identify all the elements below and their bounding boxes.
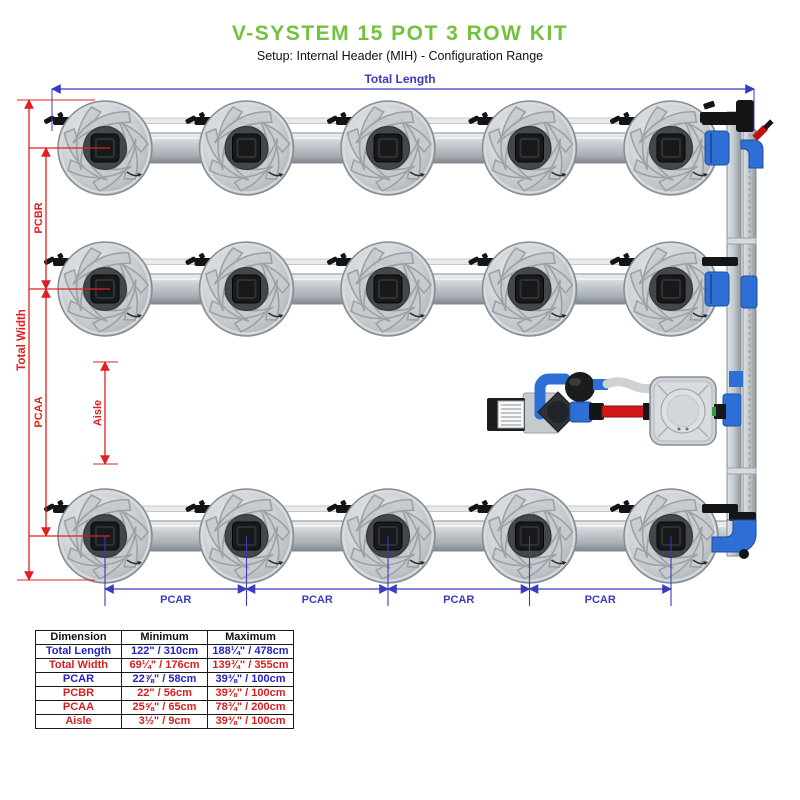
blue-stub (593, 379, 608, 390)
return-manifold (700, 100, 774, 559)
pot-r2-c1 (52, 236, 156, 339)
table-cell: 69¼" / 176cm (121, 658, 208, 673)
table-cell: 78¾" / 200cm (207, 700, 294, 715)
table-cell: Aisle (35, 714, 122, 729)
pot-r2-c2 (194, 236, 297, 339)
table-cell: PCAR (35, 672, 122, 687)
pump-ball (565, 372, 595, 402)
manifold-sleeve-small (729, 371, 743, 387)
manifold-pipe-left (726, 111, 742, 557)
pot-r2-c4 (477, 236, 580, 339)
pcar-label: PCAR (585, 594, 616, 606)
row1-manifold-connector (702, 116, 738, 166)
col-header-dimension: Dimension (35, 630, 122, 645)
tank-outlet-seal (712, 407, 716, 416)
pcar-label: PCAR (302, 594, 333, 606)
pot-r3-c1 (52, 483, 156, 586)
red-hose (601, 405, 649, 418)
pot-r1-c3 (335, 95, 439, 198)
table-cell: 22" / 56cm (121, 686, 208, 701)
pump-assembly (487, 372, 726, 446)
row2-manifold-connector (702, 257, 758, 309)
table-cell: 39⅜" / 100cm (207, 714, 294, 729)
header: V-SYSTEM 15 POT 3 ROW KIT Setup: Interna… (0, 22, 800, 63)
table-cell: 139¾" / 355cm (207, 658, 294, 673)
pump-ball-highlight (569, 378, 581, 386)
table-header-row: Dimension Minimum Maximum (35, 630, 294, 645)
table-cell: Total Length (35, 644, 122, 659)
pot-r3-c5 (618, 483, 722, 586)
table-cell: PCBR (35, 686, 122, 701)
table-cell: 3½" / 9cm (121, 714, 208, 729)
dimension-total-width (17, 99, 95, 581)
pcbr-label: PCBR (33, 202, 45, 233)
pot-r1-c1 (52, 95, 156, 198)
pump-blue-pipe (534, 373, 571, 420)
page-subtitle: Setup: Internal Header (MIH) - Configura… (256, 49, 544, 63)
pipe-clamp (726, 467, 757, 475)
pipe-clamp (726, 237, 757, 245)
table-cell: PCAA (35, 700, 122, 715)
dimension-pcar-group: PCAR PCAR PCAR PCAR (104, 536, 672, 606)
pcar-label: PCAR (443, 594, 474, 606)
page-title: V-SYSTEM 15 POT 3 ROW KIT (231, 22, 569, 45)
table-cell: 188¼" / 478cm (207, 644, 294, 659)
pump-center (547, 401, 569, 423)
col-header-maximum: Maximum (207, 630, 294, 645)
total-length-label: Total Length (364, 72, 435, 86)
pot-r2-c3 (335, 236, 439, 339)
gray-hose (602, 377, 657, 394)
manifold-elbow-top (740, 139, 764, 169)
pcar-label: PCAR (160, 594, 191, 606)
aisle-label: Aisle (92, 400, 104, 426)
reservoir-tank (649, 376, 717, 446)
pot-r3-c3 (335, 483, 439, 586)
blue-tee (569, 401, 593, 423)
total-width-label: Total Width (16, 309, 28, 371)
dimension-aisle (93, 361, 118, 465)
table-cell: 22⅞" / 58cm (121, 672, 208, 687)
bleed-valve (752, 119, 774, 141)
table-cell: 39⅜" / 100cm (207, 672, 294, 687)
table-cell: 25⅝" / 65cm (121, 700, 208, 715)
table-cell: Total Width (35, 658, 122, 673)
hose-coupler (589, 403, 604, 420)
tank-outlet (714, 404, 726, 419)
table-cell: 122" / 310cm (121, 644, 208, 659)
pot-r3-c2 (194, 483, 297, 586)
dimension-total-length (51, 84, 755, 131)
controller-label (497, 400, 525, 429)
pot-r3-c4 (477, 483, 580, 586)
row3-manifold-elbow (702, 504, 757, 559)
col-header-minimum: Minimum (121, 630, 208, 645)
pot-r1-c2 (194, 95, 297, 198)
table-cell: 39⅜" / 100cm (207, 686, 294, 701)
pot-r1-c4 (477, 95, 580, 198)
pcaa-label: PCAA (33, 396, 45, 427)
